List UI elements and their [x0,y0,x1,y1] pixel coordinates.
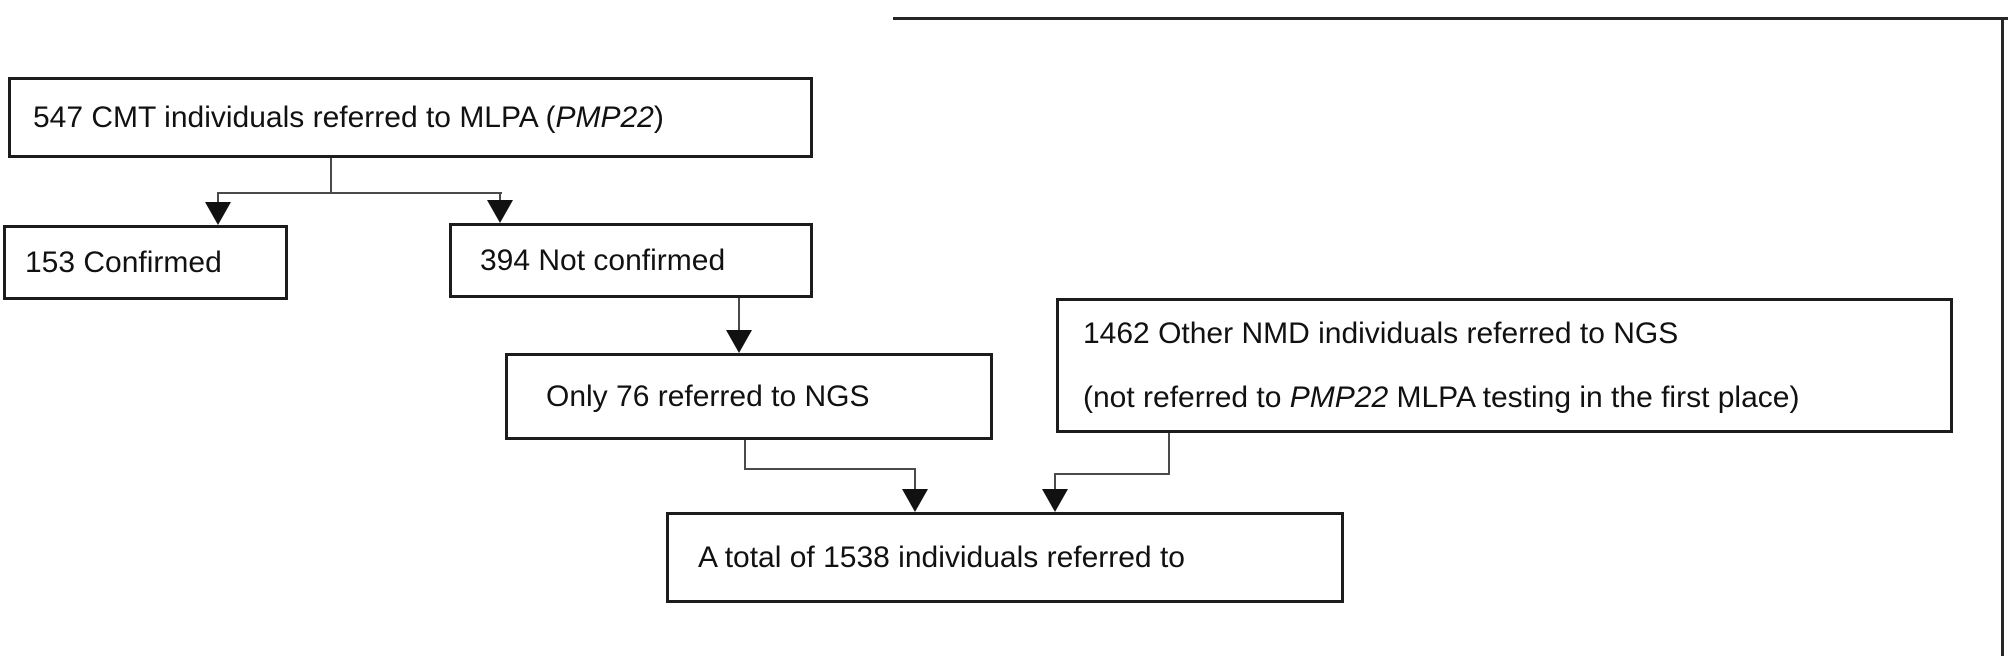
box-not-confirmed: 394 Not confirmed [449,223,813,298]
connector-mlpa-stub [330,158,332,194]
connector-ngs-drop [914,468,916,492]
box-cmt-referred-mlpa-label: 547 CMT individuals referred to MLPA (PM… [33,100,664,134]
box-total-referred-label: A total of 1538 individuals referred to [698,540,1185,574]
box-total-referred: A total of 1538 individuals referred to [666,512,1344,603]
arrowhead-total-left [902,489,928,512]
connector-notconfirmed-to-ngs [738,298,740,332]
gene-pmp22-italic: PMP22 [555,100,654,134]
box-not-confirmed-label: 394 Not confirmed [480,243,726,277]
arrowhead-confirmed [205,202,231,225]
page-border-top [893,17,2008,20]
connector-drop-confirmed [217,192,219,207]
page-border-right [2001,17,2004,656]
connector-ngs-horizontal [744,468,916,470]
arrowhead-total-right [1042,489,1068,512]
box-other-nmd-label: 1462 Other NMD individuals referred to N… [1083,302,1799,430]
gene-pmp22-italic: PMP22 [1289,380,1389,414]
arrowhead-notconfirmed [487,200,513,223]
arrowhead-ngs [726,330,752,353]
connector-othernmd-horizontal [1054,473,1170,475]
connector-ngs-stub [744,440,746,470]
box-confirmed-label: 153 Confirmed [25,245,222,279]
connector-branch-bar [217,192,502,194]
box-other-nmd: 1462 Other NMD individuals referred to N… [1056,298,1953,433]
box-only76-ngs: Only 76 referred to NGS [505,353,993,440]
connector-othernmd-stub [1168,433,1170,475]
connector-othernmd-drop [1054,473,1056,492]
box-other-nmd-line1: 1462 Other NMD individuals referred to N… [1083,316,1679,350]
box-confirmed: 153 Confirmed [3,225,288,300]
box-other-nmd-line2: (not referred to PMP22 MLPA testing in t… [1083,380,1800,414]
connector-drop-notconfirmed [499,192,501,205]
box-only76-ngs-label: Only 76 referred to NGS [546,379,870,413]
box-cmt-referred-mlpa: 547 CMT individuals referred to MLPA (PM… [8,77,813,158]
